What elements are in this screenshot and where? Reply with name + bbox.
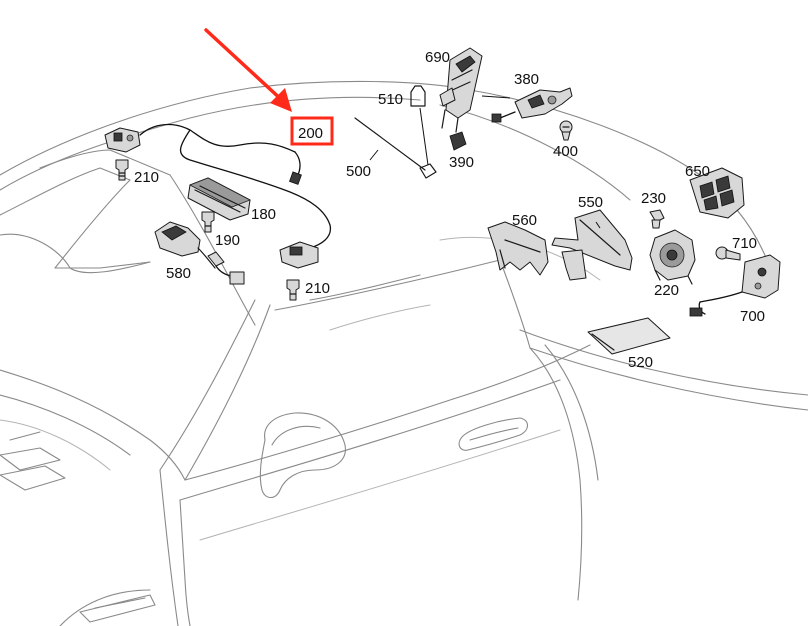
callout-190[interactable]: 190 — [215, 232, 240, 249]
part-510-clip[interactable] — [410, 85, 426, 107]
part-180-control-module[interactable] — [187, 177, 251, 221]
leader-lines — [369, 95, 601, 229]
callout-230[interactable]: 230 — [641, 190, 666, 207]
part-650-cover[interactable] — [689, 167, 745, 219]
part-210-bolt-top[interactable] — [115, 159, 129, 181]
callout-520[interactable]: 520 — [628, 354, 653, 371]
part-560-bracket[interactable] — [487, 221, 549, 276]
part-390-clip[interactable] — [449, 131, 467, 151]
callout-650[interactable]: 650 — [685, 163, 710, 180]
callout-560[interactable]: 560 — [512, 212, 537, 229]
callout-580[interactable]: 580 — [166, 265, 191, 282]
part-210-bolt-bottom[interactable] — [286, 279, 300, 301]
callout-710[interactable]: 710 — [732, 235, 757, 252]
callout-510[interactable]: 510 — [378, 91, 403, 108]
part-710-screw[interactable] — [715, 246, 741, 261]
callout-690[interactable]: 690 — [425, 49, 450, 66]
red-arrow-pointer — [204, 28, 292, 112]
callout-220[interactable]: 220 — [654, 282, 679, 299]
part-690-latch-rod[interactable] — [439, 47, 483, 133]
callout-210-bottom[interactable]: 210 — [305, 280, 330, 297]
callout-labels: 690 510 380 200 500 390 400 210 180 190 … — [134, 49, 765, 371]
callout-400[interactable]: 400 — [553, 143, 578, 160]
callout-500[interactable]: 500 — [346, 163, 371, 180]
part-230-screw[interactable] — [649, 209, 665, 229]
callout-390[interactable]: 390 — [449, 154, 474, 171]
callout-200[interactable]: 200 — [298, 125, 323, 142]
car-body-outline — [0, 80, 808, 626]
callout-550[interactable]: 550 — [578, 194, 603, 211]
part-190-bolt[interactable] — [201, 211, 215, 233]
part-500-cable[interactable] — [354, 117, 437, 179]
callout-700[interactable]: 700 — [740, 308, 765, 325]
part-580-actuator[interactable] — [154, 221, 245, 285]
callout-180[interactable]: 180 — [251, 206, 276, 223]
part-400-screw[interactable] — [559, 120, 573, 141]
part-700-switch[interactable] — [689, 254, 781, 317]
part-220-lock-assembly[interactable] — [649, 229, 696, 285]
part-200-wiring-harness[interactable] — [104, 123, 332, 269]
highlight-box-200 — [290, 116, 334, 146]
callout-380[interactable]: 380 — [514, 71, 539, 88]
part-520-pad[interactable] — [587, 317, 671, 355]
callout-210-top[interactable]: 210 — [134, 169, 159, 186]
part-550-guide-rail[interactable] — [551, 209, 633, 281]
part-380-motor[interactable] — [491, 87, 573, 123]
